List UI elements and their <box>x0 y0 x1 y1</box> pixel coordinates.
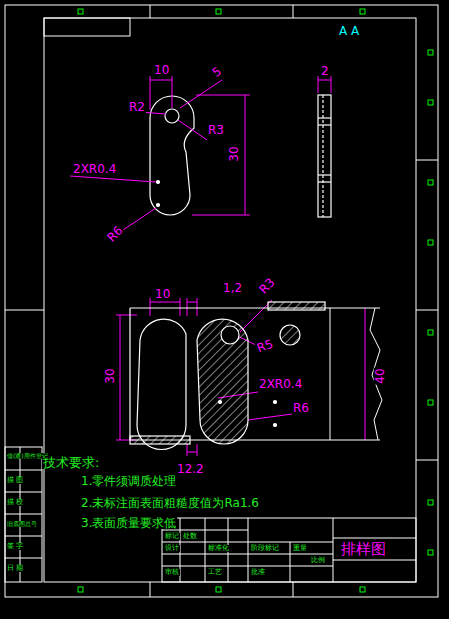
strip-layout <box>130 302 382 450</box>
note-heading: 技术要求: <box>42 456 100 469</box>
dimension: R6 <box>292 402 310 414</box>
title-cell: 阶段标记 <box>250 545 280 552</box>
title-cell: 工艺 <box>207 569 223 576</box>
note: 2.未标注面表面粗糙度值为Ra1.6 <box>80 497 260 509</box>
title-cell: 比例 <box>310 557 326 564</box>
dimension: R3 <box>207 124 225 136</box>
title-cell: 设计 <box>164 545 180 552</box>
dimension: R5 <box>254 337 275 354</box>
dimension: 2XR0.4 <box>72 163 117 175</box>
dimension: 10 <box>153 64 170 76</box>
title-cell: 描 图 <box>6 477 24 484</box>
section-mark: A A <box>338 25 360 37</box>
title-cell: 审核 <box>164 569 180 576</box>
title-cell: 旧底图总号 <box>6 521 38 527</box>
dimension: 30 <box>228 145 240 162</box>
title-cell: 描 校 <box>6 499 24 506</box>
dimension: R2 <box>128 101 146 113</box>
drawing-title: 排样图 <box>340 542 387 557</box>
title-cell: 签 字 <box>6 543 24 550</box>
note: 3.表面质量要求低 <box>80 517 177 529</box>
dimension: R6 <box>104 223 125 244</box>
dimension: 2 <box>320 65 330 77</box>
dimension: 30 <box>104 367 116 384</box>
dimension-lines <box>70 76 365 456</box>
title-cell: 标准化 <box>207 545 230 552</box>
dimension: 12.2 <box>176 463 205 475</box>
dimension: 2XR0.4 <box>258 378 303 390</box>
title-cell: 批准 <box>250 569 266 576</box>
dimension: 10 <box>154 288 171 300</box>
dimension: 1,2 <box>222 282 243 294</box>
title-cell: 处数 <box>182 533 198 540</box>
dimension: 5 <box>209 64 224 79</box>
dimension: R3 <box>256 275 277 296</box>
title-cell: 标记 <box>164 533 180 540</box>
frame <box>5 5 438 597</box>
title-cell: 借(通)用件登记 <box>6 453 49 459</box>
title-cell: 重量 <box>292 545 308 552</box>
dimension: 40 <box>374 367 386 384</box>
part-view <box>150 95 331 217</box>
title-cell: 日 期 <box>6 565 24 572</box>
note: 1.零件须调质处理 <box>80 475 177 487</box>
zone-marks <box>78 9 433 592</box>
